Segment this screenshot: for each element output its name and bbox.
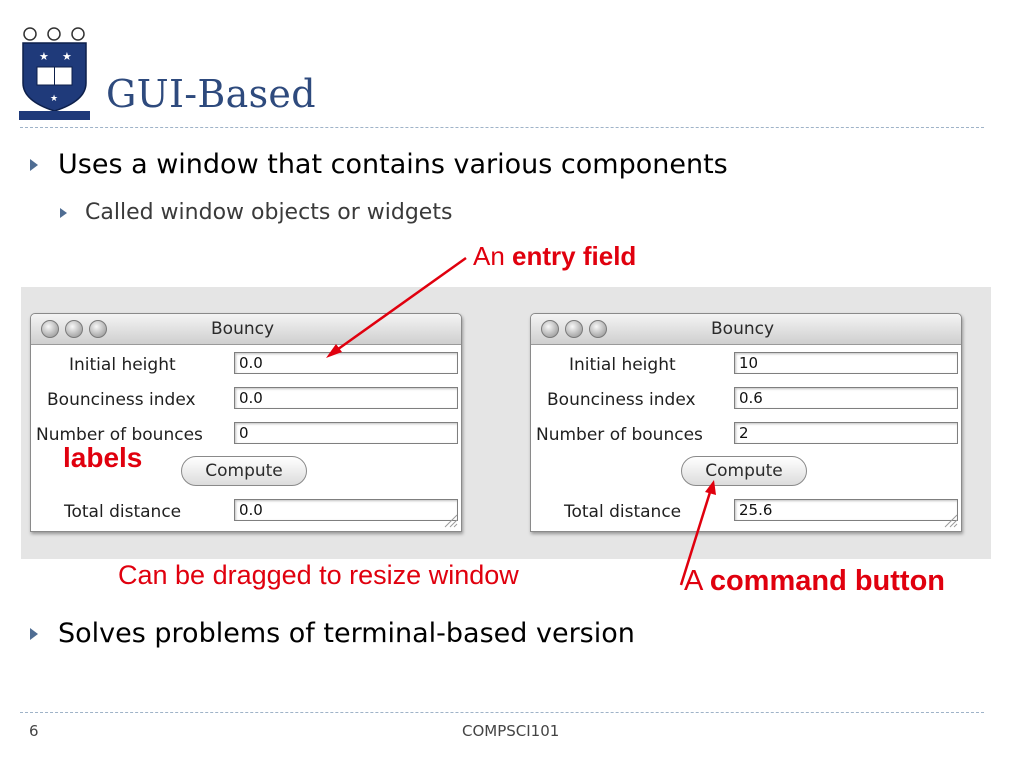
total-distance-field[interactable]: 0.0 (234, 499, 458, 521)
minimize-window-icon[interactable] (565, 320, 583, 338)
number-of-bounces-label: Number of bounces (36, 425, 203, 445)
sub-bullet-item: Called window objects or widgets (60, 200, 452, 225)
total-distance-field[interactable]: 25.6 (734, 499, 958, 521)
bullet-item: Uses a window that contains various comp… (30, 149, 728, 180)
number-of-bounces-field[interactable]: 0 (234, 422, 458, 444)
zoom-window-icon[interactable] (589, 320, 607, 338)
bounciness-index-label: Bounciness index (47, 390, 196, 410)
number-of-bounces-field[interactable]: 2 (734, 422, 958, 444)
resize-annotation: Can be dragged to resize window (118, 560, 519, 590)
window-title: Bouncy (711, 319, 775, 339)
bullet-text: Uses a window that contains various comp… (58, 149, 728, 180)
bouncy-window-initial: Bouncy Initial height 0.0 Bounciness ind… (30, 313, 462, 532)
compute-button[interactable]: Compute (181, 456, 307, 486)
initial-height-field[interactable]: 0.0 (234, 352, 458, 374)
compute-button[interactable]: Compute (681, 456, 807, 486)
resize-grip-icon[interactable] (439, 509, 459, 529)
window-title-bar[interactable]: Bouncy (531, 314, 961, 345)
page-number: 6 (29, 722, 39, 740)
entry-field-annotation-prefix: An (473, 241, 505, 271)
triangle-bullet-icon (30, 627, 38, 640)
footer-course: COMPSCI101 (462, 722, 560, 740)
total-distance-label: Total distance (64, 502, 182, 522)
close-window-icon[interactable] (541, 320, 559, 338)
svg-text:★: ★ (39, 50, 49, 63)
resize-grip-icon[interactable] (939, 509, 959, 529)
title-divider (20, 127, 984, 128)
bullet-text: Solves problems of terminal-based versio… (58, 618, 635, 649)
total-distance-label: Total distance (564, 502, 682, 522)
bullet-item: Solves problems of terminal-based versio… (30, 618, 635, 649)
command-button-annotation: A command button (684, 565, 945, 598)
command-button-annotation-prefix: A (684, 565, 702, 597)
labels-annotation: labels (63, 442, 143, 473)
zoom-window-icon[interactable] (89, 320, 107, 338)
bouncy-window-computed: Bouncy Initial height 10 Bounciness inde… (530, 313, 962, 532)
bounciness-index-field[interactable]: 0.0 (234, 387, 458, 409)
footer-divider (20, 712, 984, 713)
entry-field-annotation-bold: entry field (512, 241, 637, 271)
initial-height-label: Initial height (69, 355, 176, 375)
window-title-bar[interactable]: Bouncy (31, 314, 461, 345)
minimize-window-icon[interactable] (65, 320, 83, 338)
window-title: Bouncy (211, 319, 275, 339)
command-button-annotation-bold: command button (709, 565, 946, 597)
svg-text:★: ★ (62, 50, 72, 63)
triangle-bullet-icon (60, 207, 67, 218)
slide-title: GUI-Based (106, 72, 316, 116)
bounciness-index-field[interactable]: 0.6 (734, 387, 958, 409)
svg-text:★: ★ (50, 94, 58, 104)
close-window-icon[interactable] (41, 320, 59, 338)
bounciness-index-label: Bounciness index (547, 390, 696, 410)
initial-height-label: Initial height (569, 355, 676, 375)
university-crest-logo: ★ ★ ★ (17, 25, 92, 121)
initial-height-field[interactable]: 10 (734, 352, 958, 374)
triangle-bullet-icon (30, 158, 38, 171)
sub-bullet-text: Called window objects or widgets (85, 200, 453, 225)
entry-field-annotation: An entry field (473, 241, 636, 272)
number-of-bounces-label: Number of bounces (536, 425, 703, 445)
